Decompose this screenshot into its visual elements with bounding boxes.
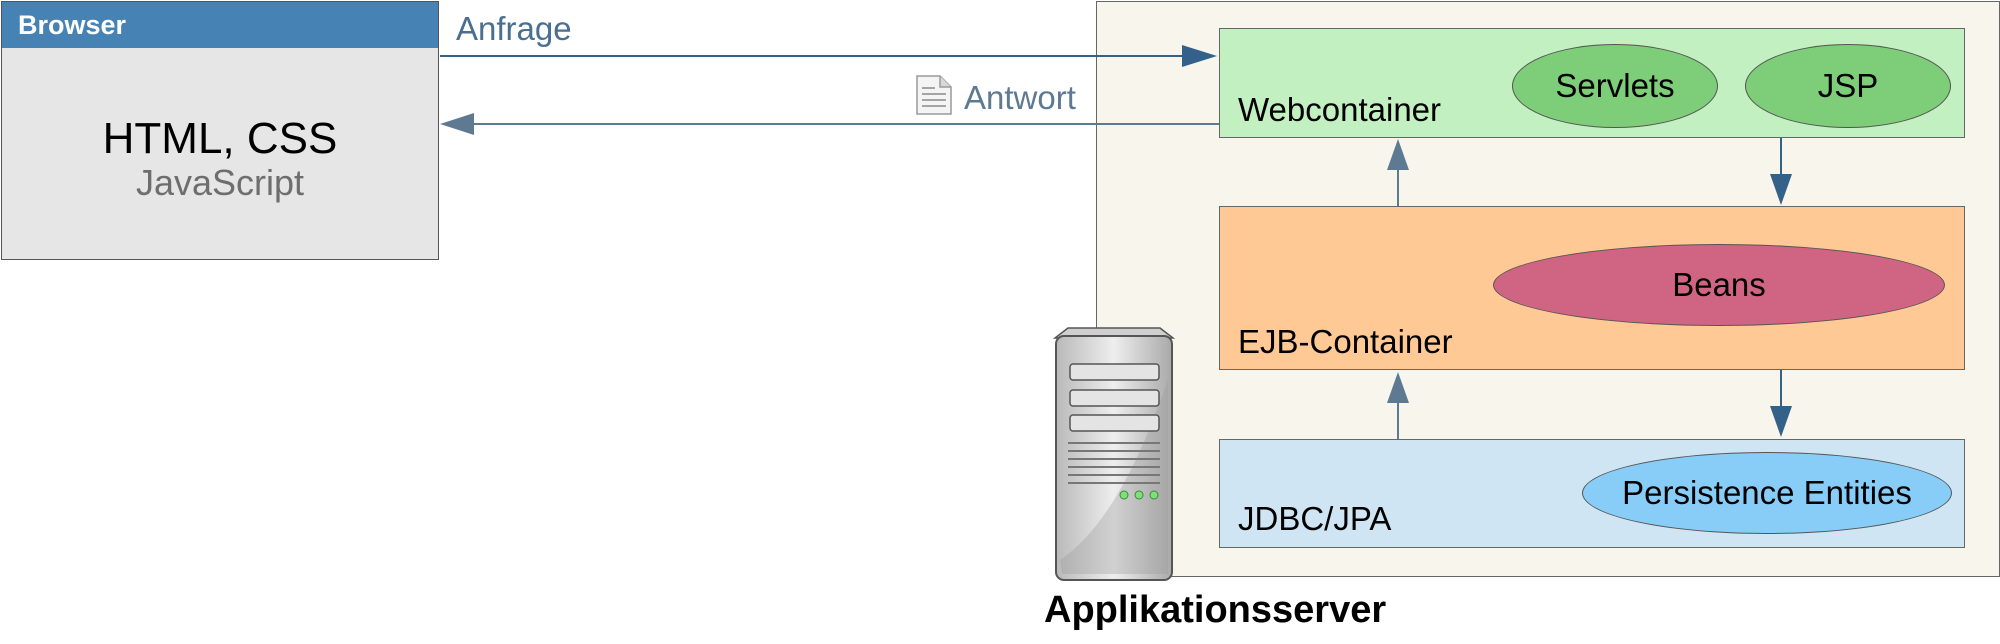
document-icon — [916, 75, 952, 115]
persistence-entities-ellipse: Persistence Entities — [1582, 452, 1952, 534]
response-arrow — [440, 113, 1219, 135]
web-to-ejb-arrow — [1770, 138, 1792, 205]
browser-box: Browser HTML, CSS JavaScript — [1, 1, 439, 260]
browser-main-text: HTML, CSS — [102, 114, 338, 163]
ejb-to-web-arrow — [1387, 139, 1409, 206]
browser-title: Browser — [2, 2, 438, 48]
webcontainer-label: Webcontainer — [1238, 91, 1442, 128]
ejb-to-jdbc-arrow — [1770, 370, 1792, 437]
request-label: Anfrage — [456, 10, 572, 47]
request-arrow — [440, 45, 1217, 67]
jdbc-to-ejb-arrow — [1387, 372, 1409, 439]
jdbc-jpa-label: JDBC/JPA — [1238, 500, 1392, 537]
response-label: Antwort — [964, 79, 1076, 116]
application-server-caption: Applikationsserver — [1044, 589, 1387, 631]
ejb-container-label: EJB-Container — [1238, 323, 1453, 360]
servlets-ellipse: Servlets — [1512, 44, 1718, 128]
browser-sub-text: JavaScript — [135, 162, 305, 203]
server-tower-icon — [1052, 327, 1176, 581]
beans-ellipse: Beans — [1493, 244, 1945, 326]
jsp-ellipse: JSP — [1745, 44, 1951, 128]
